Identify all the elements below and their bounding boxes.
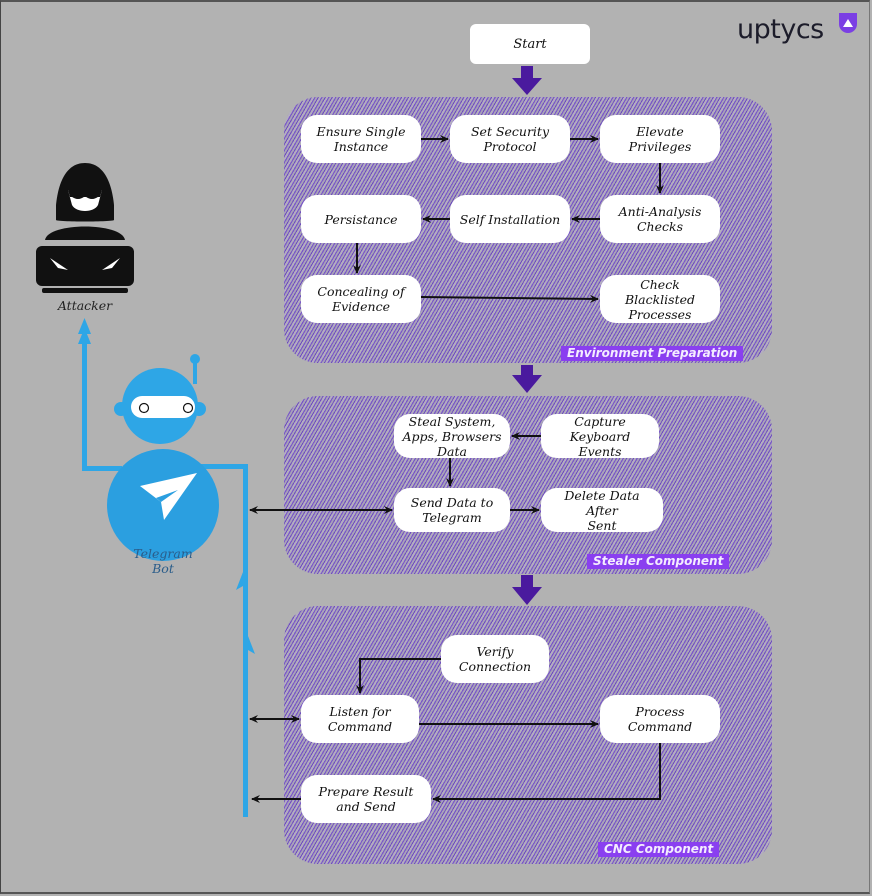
node-check-blacklisted-processes[interactable]: Check Blacklisted Processes — [600, 275, 720, 323]
node-anti-analysis-checks[interactable]: Anti-Analysis Checks — [600, 195, 720, 243]
node-ensure-single-instance[interactable]: Ensure Single Instance — [301, 115, 421, 163]
uptycs-logo-icon — [839, 13, 857, 33]
node-process-command[interactable]: Process Command — [600, 695, 720, 743]
node-elevate-privileges[interactable]: Elevate Privileges — [600, 115, 720, 163]
node-send-data-telegram[interactable]: Send Data to Telegram — [394, 488, 510, 532]
node-persistance[interactable]: Persistance — [301, 195, 421, 243]
group-label-stealer: Stealer Component — [587, 554, 730, 569]
group-label-cnc: CNC Component — [598, 842, 720, 857]
node-capture-keyboard[interactable]: Capture Keyboard Events — [541, 414, 659, 459]
node-listen-for-command[interactable]: Listen for Command — [301, 695, 419, 743]
node-steal-data[interactable]: Steal System, Apps, Browsers Data — [394, 414, 510, 459]
node-set-security-protocol[interactable]: Set Security Protocol — [450, 115, 570, 163]
node-delete-data[interactable]: Delete Data After Sent — [541, 488, 663, 533]
uptycs-logo-text: uptycs — [737, 14, 824, 45]
node-prepare-result[interactable]: Prepare Result and Send — [301, 775, 431, 823]
start-node[interactable]: Start — [470, 24, 590, 64]
node-concealing-evidence[interactable]: Concealing of Evidence — [301, 275, 421, 323]
group-label-environment: Environment Preparation — [561, 346, 744, 361]
group-stealer-component — [284, 396, 772, 574]
node-self-installation[interactable]: Self Installation — [450, 195, 570, 243]
node-verify-connection[interactable]: Verify Connection — [441, 635, 549, 683]
